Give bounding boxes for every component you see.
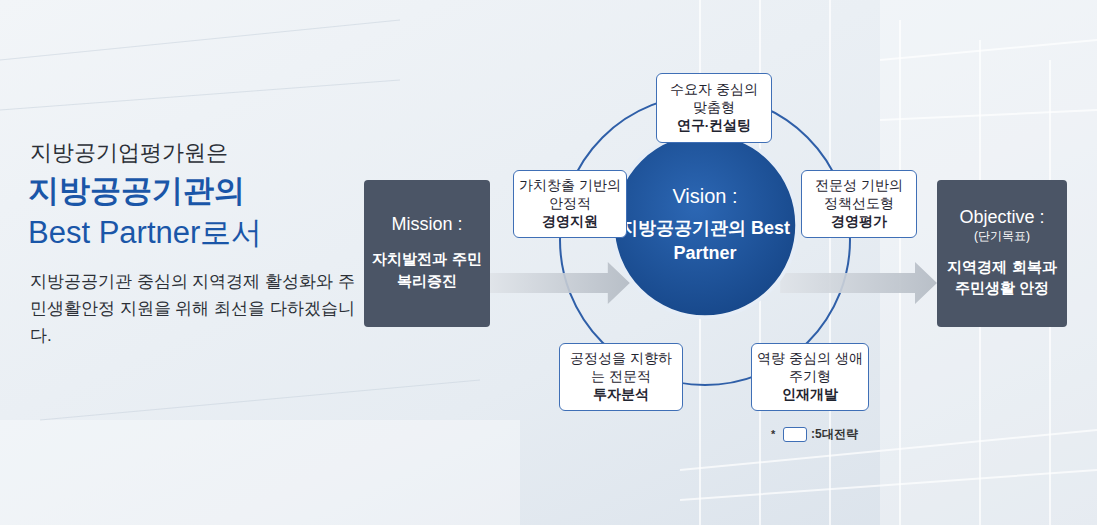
node-heading: Objective : xyxy=(959,207,1044,228)
node-heading: Vision : xyxy=(672,185,737,208)
legend-swatch xyxy=(783,427,807,442)
node-text: 인재개발 xyxy=(782,386,838,404)
node-heading: 공정성을 지향하는 전문적 xyxy=(565,350,677,386)
strategy-box: 가치창출 기반의 안정적경영지원 xyxy=(513,170,627,238)
legend-note: * xyxy=(771,428,775,440)
node-text: 경영평가 xyxy=(831,213,887,231)
strategy-box: 전문성 기반의 정책선도형경영평가 xyxy=(801,170,917,238)
node-heading: Mission : xyxy=(391,214,462,235)
strategy-box: 수요자 중심의 맞춤형연구·컨설팅 xyxy=(656,73,772,143)
node-heading: 수요자 중심의 맞춤형 xyxy=(662,81,766,117)
strategy-box: 공정성을 지향하는 전문적투자분석 xyxy=(559,343,683,411)
node-heading: 가치창출 기반의 안정적 xyxy=(519,177,621,213)
node-text: 연구·컨설팅 xyxy=(677,117,752,135)
flow-arrow xyxy=(490,262,630,304)
strategy-box: 역량 중심의 생애주기형인재개발 xyxy=(751,343,869,411)
legend-text: :5대전략 xyxy=(811,427,858,442)
node-text: 지방공공기관의 Best Partner xyxy=(620,216,790,265)
node-text: 경영지원 xyxy=(542,213,598,231)
mission-box: Mission : 자치발전과 주민복리증진 xyxy=(364,180,490,327)
objective-box: Objective :(단기목표) 지역경제 회복과 주민생활 안정 xyxy=(937,180,1067,327)
vision-circle: Vision : 지방공공기관의 Best Partner xyxy=(610,130,800,320)
node-text: 자치발전과 주민복리증진 xyxy=(372,249,482,291)
node-text: 지역경제 회복과 주민생활 안정 xyxy=(945,257,1059,299)
flow-arrow xyxy=(780,262,937,304)
node-text: (단기목표) xyxy=(974,228,1030,245)
node-heading: 역량 중심의 생애주기형 xyxy=(757,350,863,386)
node-heading: 전문성 기반의 정책선도형 xyxy=(807,177,911,213)
heading-title: Best Partner로서 xyxy=(28,212,262,254)
node-text: 투자분석 xyxy=(593,386,649,404)
heading-line: 지방공기업평가원은 xyxy=(30,138,228,168)
intro-text: 지방공공기관 중심의 지역경제 활성화와 주민생활안정 지원을 위해 최선을 다… xyxy=(30,268,365,349)
heading-title: 지방공공기관의 xyxy=(28,170,245,212)
